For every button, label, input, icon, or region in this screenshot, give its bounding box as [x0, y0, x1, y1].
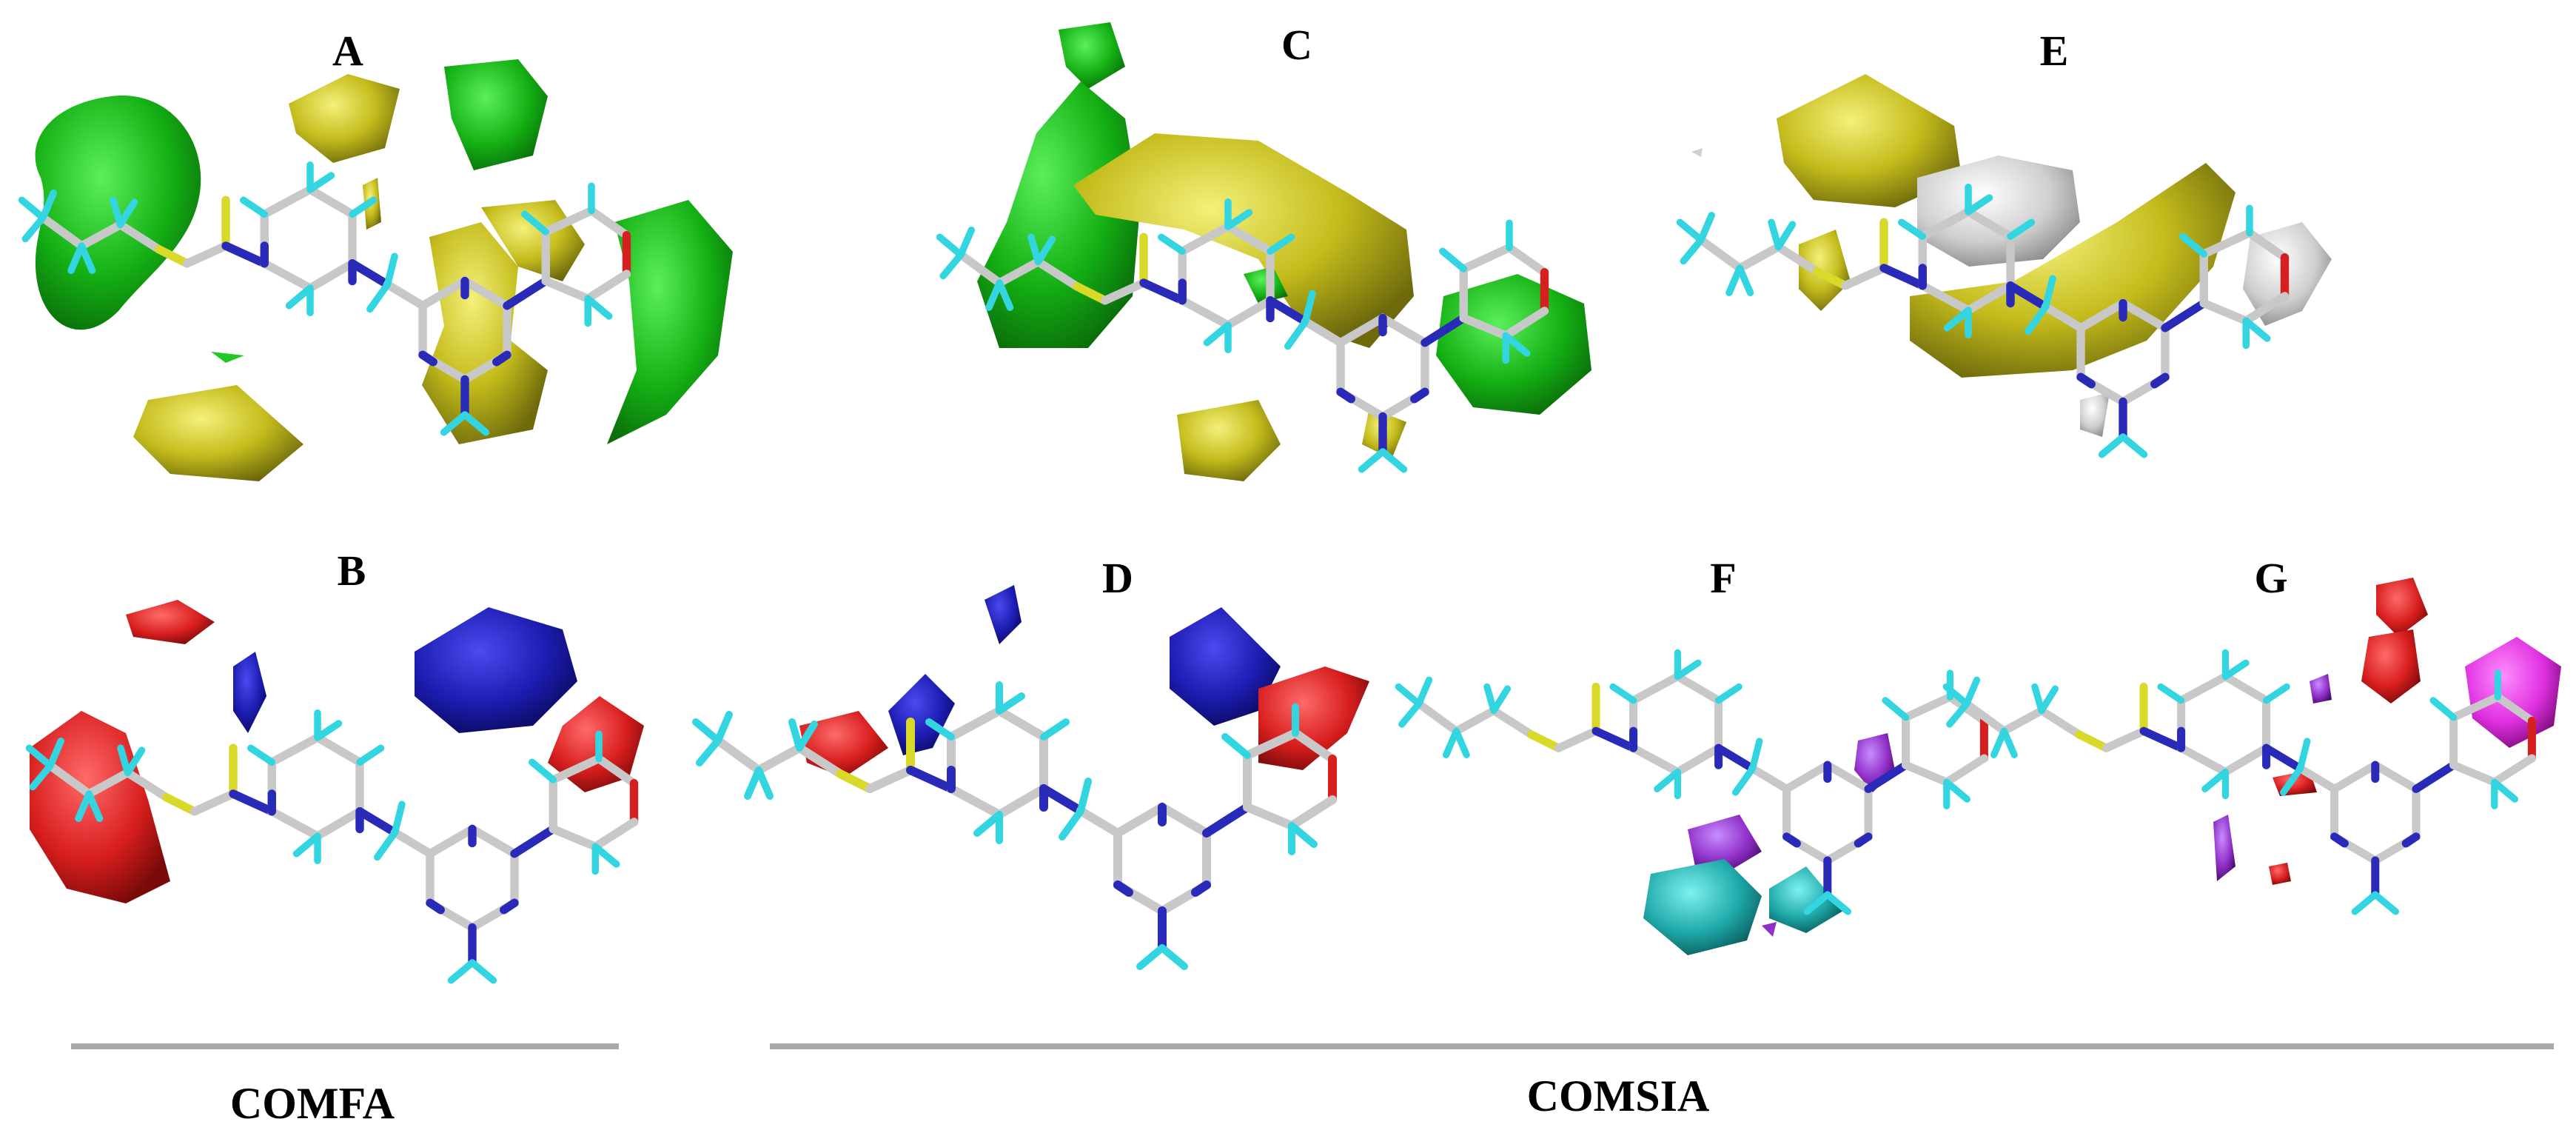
- comfa-label: COMFA: [230, 1079, 395, 1128]
- yellow-contour: [1177, 400, 1281, 481]
- yellow-contour: [1799, 230, 1851, 311]
- panel-g-label: G: [2254, 554, 2287, 602]
- panel-g: G: [1946, 554, 2561, 912]
- panel-d-label: D: [1102, 554, 1133, 602]
- purple-contour: [1762, 922, 1777, 937]
- blue-contour: [888, 674, 955, 755]
- panel-f-label: F: [1710, 554, 1736, 602]
- red-contour: [2376, 578, 2428, 637]
- red-contour: [126, 600, 215, 644]
- white-contour: [2080, 392, 2110, 437]
- blue-contour: [1170, 607, 1281, 726]
- panel-d: D: [696, 554, 1369, 966]
- molecule: [1946, 652, 2532, 912]
- green-contour: [607, 200, 733, 444]
- purple-contour: [1688, 815, 1762, 874]
- white-contour: [1691, 148, 1703, 157]
- panel-a: A: [22, 27, 733, 481]
- red-contour: [2269, 863, 2291, 885]
- blue-contour: [415, 607, 577, 733]
- white-contour: [1917, 156, 2080, 267]
- panel-b-label: B: [338, 547, 366, 595]
- cyan-contour: [1769, 866, 1843, 933]
- panel-f: F: [1398, 554, 1984, 955]
- comsia-label: COMSIA: [1527, 1072, 1710, 1120]
- green-contour: [977, 81, 1140, 348]
- green-contour: [211, 352, 244, 363]
- panel-c-label: C: [1281, 21, 1312, 69]
- green-contour: [444, 59, 548, 170]
- panel-c: C: [940, 21, 1591, 481]
- red-contour: [30, 711, 170, 903]
- green-contour: [1244, 267, 1288, 304]
- yellow-contour: [1073, 133, 1414, 348]
- magenta-contour: [2465, 637, 2561, 748]
- blue-contour: [233, 652, 266, 733]
- purple-contour: [2213, 815, 2235, 881]
- yellow-contour: [1777, 74, 1962, 207]
- molecule: [696, 685, 1332, 966]
- panel-a-label: A: [332, 27, 363, 75]
- green-contour: [1059, 22, 1125, 89]
- yellow-contour: [481, 200, 585, 281]
- red-contour: [1258, 666, 1369, 770]
- panel-e-label: E: [2040, 27, 2069, 75]
- panel-e: E: [1680, 27, 2332, 455]
- yellow-contour: [422, 222, 548, 444]
- purple-contour: [2310, 674, 2332, 703]
- panel-b: B: [30, 547, 644, 980]
- yellow-contour: [289, 74, 400, 163]
- yellow-contour: [133, 385, 303, 481]
- blue-contour: [985, 585, 1022, 644]
- cyan-contour: [1643, 859, 1762, 955]
- red-contour: [2361, 629, 2421, 703]
